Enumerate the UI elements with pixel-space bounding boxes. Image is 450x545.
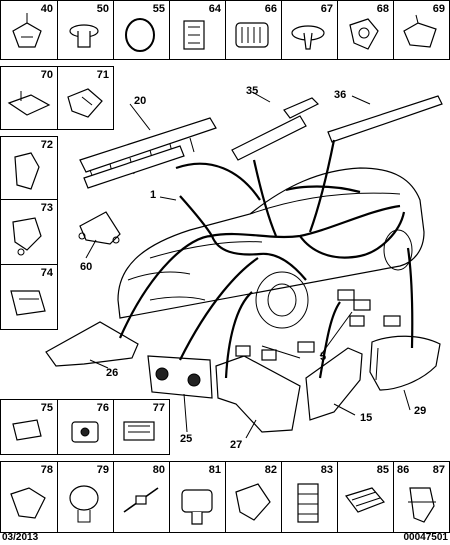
clip-icon — [10, 487, 46, 519]
part-box-70[interactable]: 70 — [0, 66, 58, 130]
clip-icon — [235, 483, 271, 521]
wiring-loom — [209, 185, 406, 281]
part-box-64[interactable]: 64 — [169, 0, 226, 60]
part-number: 50 — [96, 3, 109, 15]
leader-lines — [85, 91, 414, 439]
part-box-69[interactable]: 69 — [393, 0, 450, 60]
part-box-76[interactable]: 76 — [57, 399, 114, 455]
connectors-5 — [235, 289, 401, 361]
ring-icon — [12, 419, 42, 441]
connector-clip-icon — [123, 421, 155, 441]
part-box-77[interactable]: 77 — [113, 399, 170, 455]
part-number-86: 86 — [397, 464, 410, 476]
part-number: 81 — [208, 464, 221, 476]
part-box-74[interactable]: 74 — [0, 264, 58, 330]
callout-5: 5 — [320, 351, 327, 363]
bracket-60 — [78, 211, 121, 245]
part-number: 72 — [40, 139, 53, 151]
part-box-83[interactable]: 83 — [281, 461, 338, 533]
part-box-80[interactable]: 80 — [113, 461, 170, 533]
cover-29 — [369, 335, 441, 391]
grille-icon — [235, 22, 269, 48]
callout-26: 26 — [106, 367, 119, 379]
callout-35: 35 — [246, 85, 259, 97]
part-number: 55 — [152, 3, 165, 15]
cable-clip-icon — [408, 487, 436, 523]
part-number: 85 — [376, 464, 389, 476]
part-number: 40 — [40, 3, 53, 15]
push-clip-icon — [12, 217, 42, 256]
part-number: 67 — [320, 3, 333, 15]
part-number: 64 — [208, 3, 221, 15]
cable-clip-icon — [14, 152, 40, 190]
grommet-icon — [69, 24, 99, 48]
harness-35 — [231, 97, 320, 161]
callout-60: 60 — [80, 261, 93, 273]
clip-icon — [403, 14, 437, 48]
callout-20: 20 — [134, 95, 147, 107]
callout-36: 36 — [334, 89, 347, 101]
bracket-26 — [45, 321, 139, 367]
grommet-icon — [71, 421, 99, 443]
callout-27: 27 — [230, 439, 243, 451]
push-clip-icon — [291, 25, 325, 50]
car-outline — [117, 167, 425, 329]
bracket-15 — [305, 347, 363, 421]
part-box-78[interactable]: 78 — [0, 461, 58, 533]
part-box-81[interactable]: 81 — [169, 461, 226, 533]
part-number: 78 — [40, 464, 53, 476]
part-number: 74 — [40, 267, 53, 279]
clip-icon — [10, 290, 46, 316]
part-box-68[interactable]: 68 — [337, 0, 394, 60]
part-box-67[interactable]: 67 — [281, 0, 338, 60]
callout-25: 25 — [180, 433, 193, 445]
connector-clip-icon — [183, 20, 205, 50]
cable-clip-icon — [349, 18, 379, 50]
grille-icon — [345, 487, 386, 513]
footer-date: 03/2013 — [2, 532, 39, 543]
part-number: 68 — [376, 3, 389, 15]
clip-icon — [12, 13, 42, 48]
bracket-25 — [147, 355, 213, 399]
part-number: 71 — [96, 69, 109, 81]
connector-clip-icon — [297, 483, 319, 523]
part-number: 83 — [320, 464, 333, 476]
push-clip-icon — [181, 489, 213, 525]
footer-reference: 00047501 — [403, 532, 449, 543]
part-number: 77 — [152, 402, 165, 414]
part-number: 73 — [40, 202, 53, 214]
part-number: 80 — [152, 464, 165, 476]
part-number: 76 — [96, 402, 109, 414]
part-box-50[interactable]: 50 — [57, 0, 114, 60]
part-box-73[interactable]: 73 — [0, 199, 58, 265]
bracket-27 — [215, 355, 301, 433]
ring-icon — [125, 18, 155, 52]
part-number: 82 — [264, 464, 277, 476]
part-box-79[interactable]: 79 — [57, 461, 114, 533]
harness-36 — [327, 95, 443, 143]
callout-15: 15 — [360, 412, 373, 424]
part-box-85[interactable]: 85 — [337, 461, 394, 533]
part-box-86-87[interactable]: 86 87 — [393, 461, 450, 533]
connector-clip-icon — [67, 88, 103, 118]
part-number-87: 87 — [432, 464, 445, 476]
part-box-66[interactable]: 66 — [225, 0, 282, 60]
part-number: 75 — [40, 402, 53, 414]
part-box-72[interactable]: 72 — [0, 136, 58, 200]
part-number: 69 — [432, 3, 445, 15]
part-box-75[interactable]: 75 — [0, 399, 58, 455]
part-number: 66 — [264, 3, 277, 15]
callout-1: 1 — [150, 189, 157, 201]
part-box-71[interactable]: 71 — [57, 66, 114, 130]
cable-clip-icon — [123, 487, 159, 513]
callout-29: 29 — [414, 405, 427, 417]
part-box-55[interactable]: 55 — [113, 0, 170, 60]
part-number: 79 — [96, 464, 109, 476]
part-number: 70 — [40, 69, 53, 81]
part-box-82[interactable]: 82 — [225, 461, 282, 533]
clip-icon — [7, 91, 51, 116]
part-box-40[interactable]: 40 — [0, 0, 58, 60]
grommet-icon — [69, 485, 99, 523]
